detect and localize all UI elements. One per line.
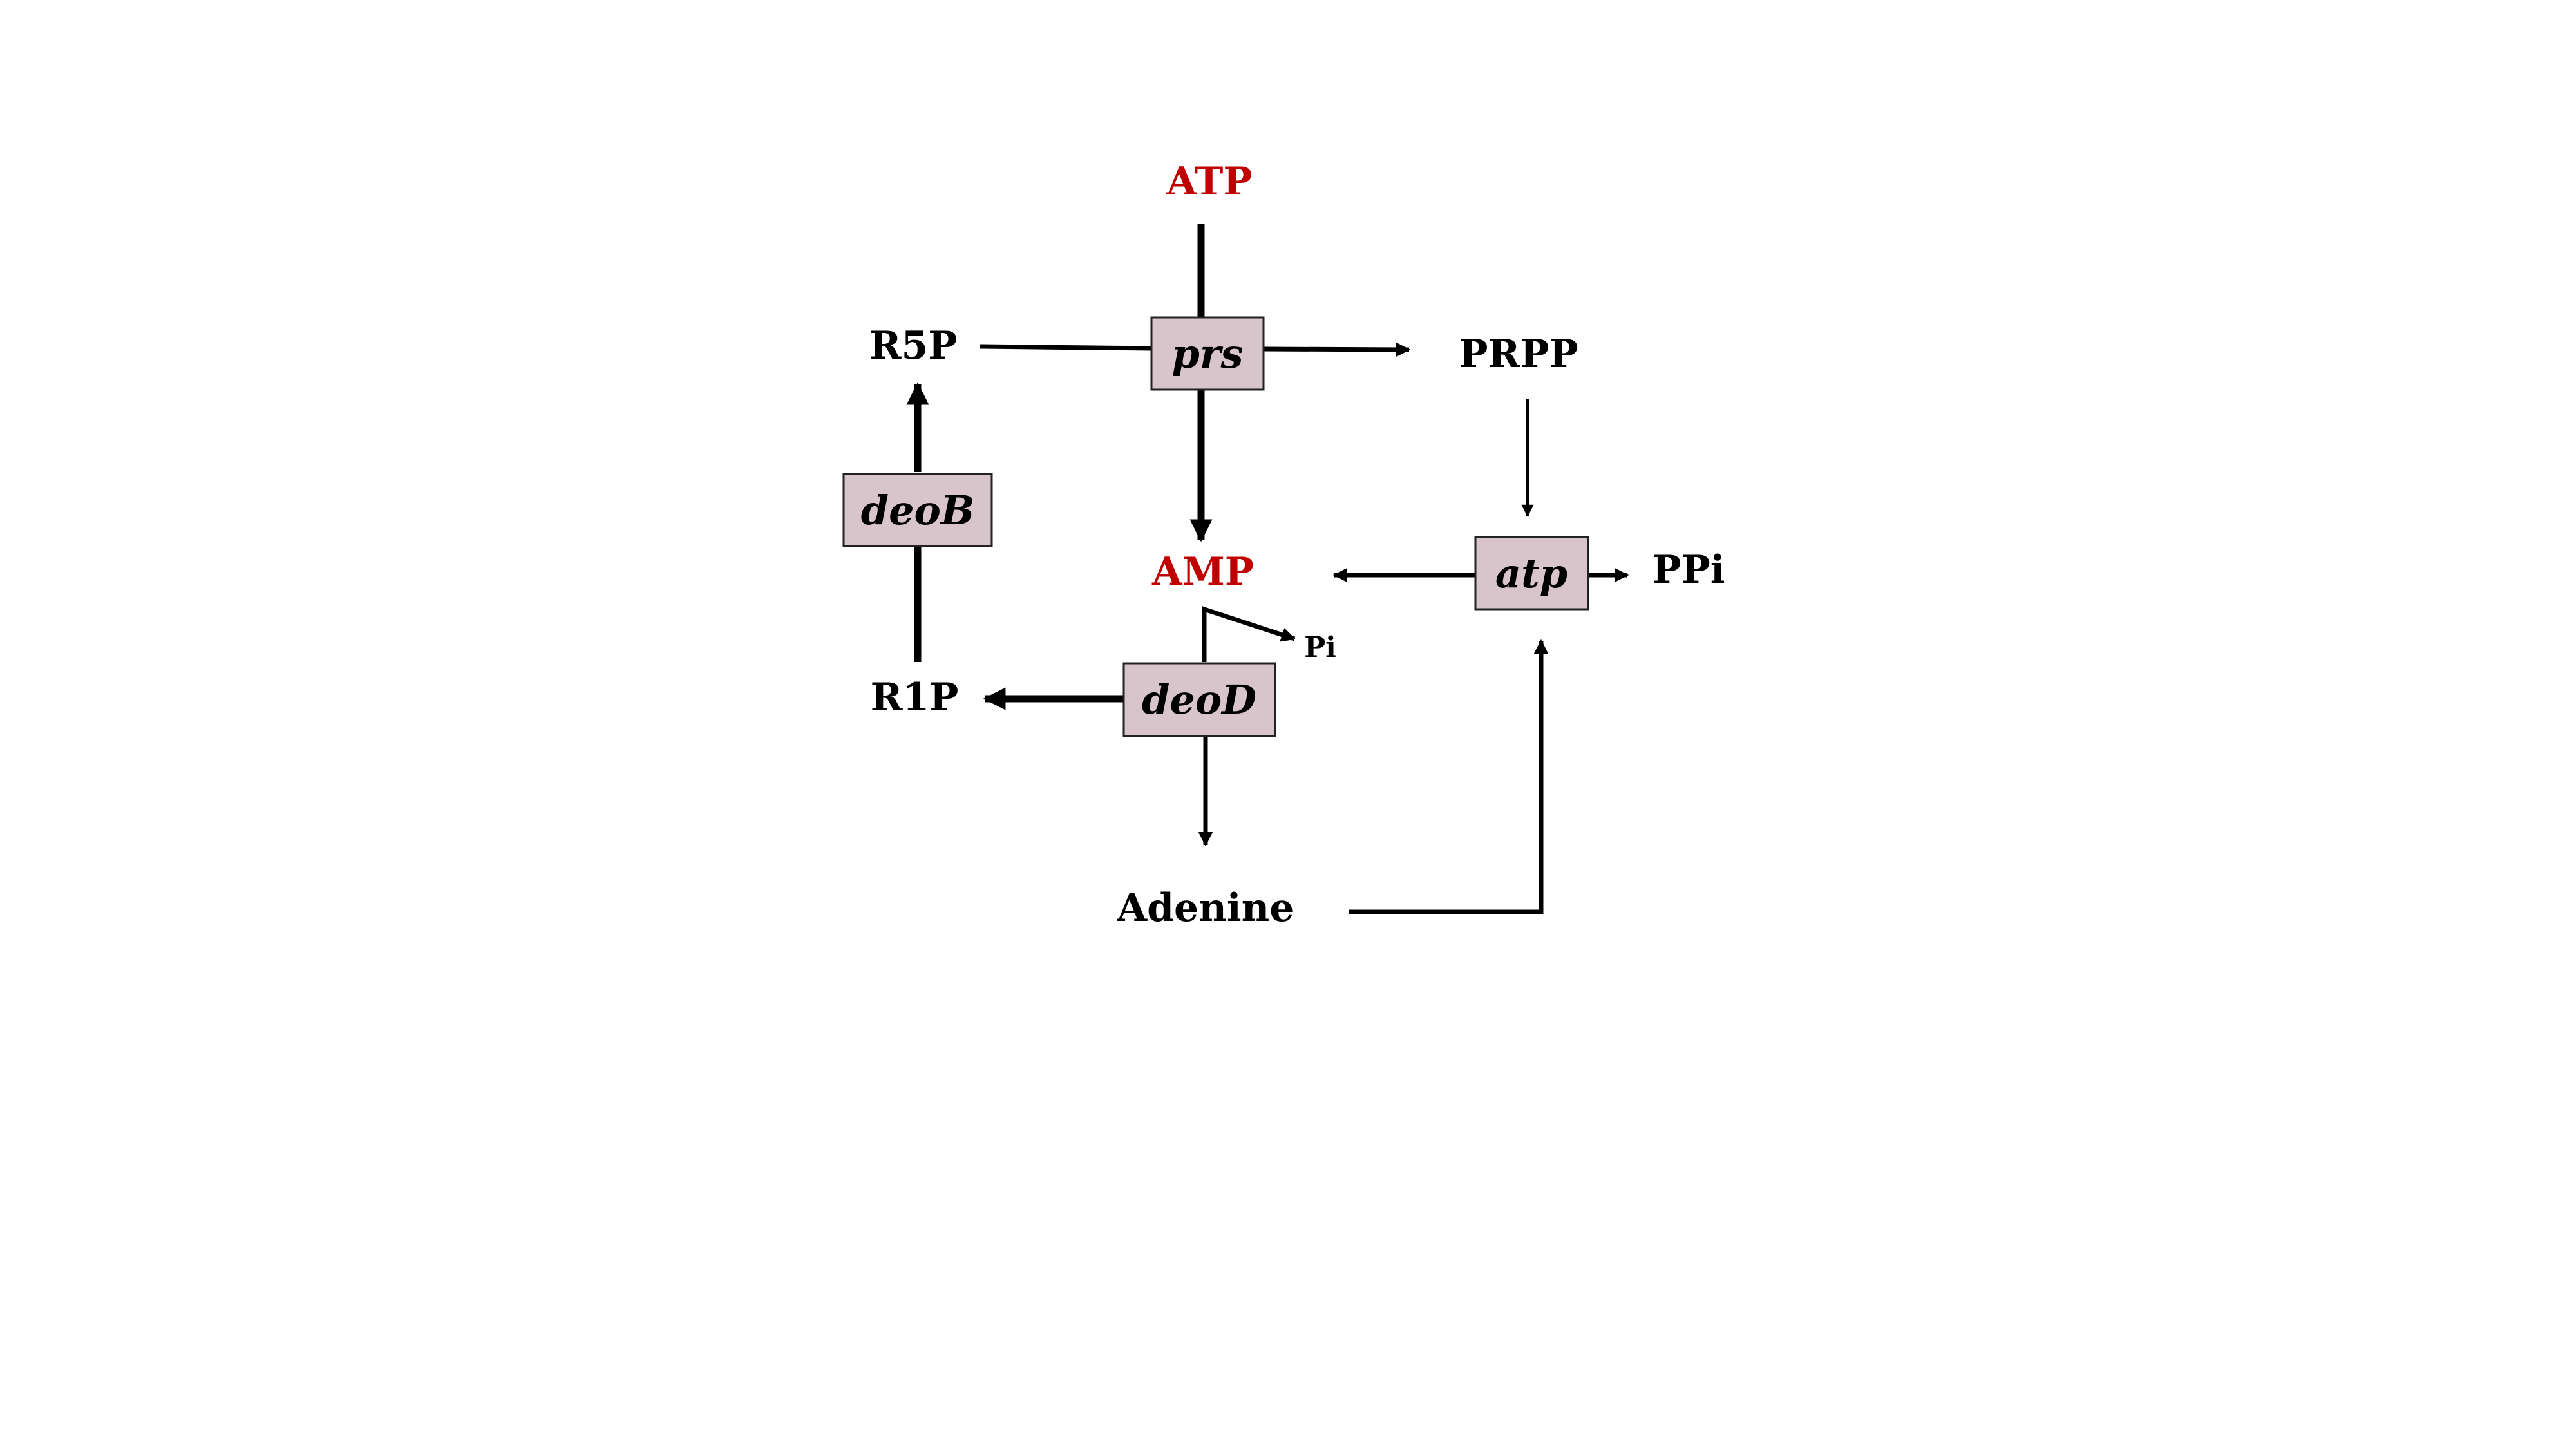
- enzyme-deob-box: deoB: [842, 473, 993, 547]
- enzyme-prs-rect: [1150, 316, 1265, 391]
- enzyme-deob-label: deoB: [861, 487, 975, 534]
- enzyme-atp-box: atp: [1474, 536, 1589, 611]
- enzyme-prs-label: prs: [1172, 330, 1244, 377]
- enzyme-prs-box: prs: [1150, 316, 1265, 391]
- metabolite-prpp-label: PRPP: [1459, 332, 1578, 377]
- enzyme-atp-rect: [1474, 536, 1589, 611]
- enzyme-deod-rect: [1122, 662, 1276, 737]
- metabolite-ppi-label: PPi: [1652, 547, 1725, 592]
- adenine-to-atp-arrow: [1349, 639, 1549, 914]
- prs-to-prpp-arrow: [1263, 342, 1411, 357]
- metabolite-amp-label: AMP: [1151, 549, 1254, 594]
- metabolite-atp-label: ATP: [1166, 159, 1252, 204]
- enzyme-atp-label: atp: [1495, 550, 1567, 597]
- r5p-to-prs-line: [980, 344, 1152, 351]
- metabolite-pi-label: Pi: [1304, 631, 1336, 664]
- amp-to-pi-arrow: [1202, 606, 1296, 662]
- enzyme-deob-rect: [842, 473, 993, 547]
- metabolite-adenine-label: Adenine: [1117, 886, 1294, 931]
- metabolite-r5p-label: R5P: [869, 323, 958, 368]
- enzyme-deod-label: deoD: [1142, 676, 1256, 723]
- metabolite-r1p-label: R1P: [871, 675, 959, 720]
- enzyme-deod-box: deoD: [1122, 662, 1276, 737]
